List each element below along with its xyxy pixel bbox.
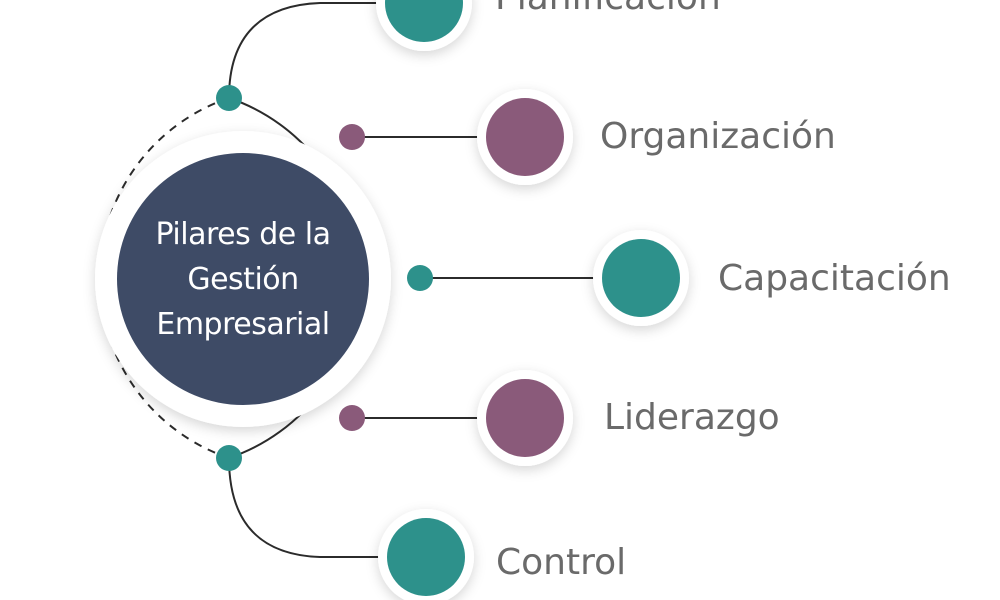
- arc-dot-capacitacion: [407, 265, 433, 291]
- center-circle: [117, 153, 369, 405]
- label-organizacion: Organización: [600, 116, 836, 157]
- connector-line-control: [228, 457, 390, 558]
- node-organizacion: [477, 89, 573, 185]
- node-planificacion: [376, 0, 472, 51]
- center-title-line-1: Pilares de la: [155, 216, 331, 252]
- arc-dot-bottom: [216, 445, 242, 471]
- center-title-line-3: Empresarial: [156, 306, 330, 342]
- node-liderazgo: [477, 370, 573, 466]
- label-control: Control: [496, 542, 627, 583]
- center-title: Pilares de la Gestión Empresarial: [118, 152, 368, 406]
- center-title-line-2: Gestión: [187, 261, 299, 297]
- arc-dot-top: [216, 85, 242, 111]
- node-capacitacion: [593, 230, 689, 326]
- label-planificacion: Planificación: [495, 0, 721, 18]
- connector-line-planificacion: [228, 1, 385, 99]
- node-control: [378, 509, 474, 600]
- label-capacitacion: Capacitación: [718, 258, 951, 299]
- arc-dot-liderazgo: [339, 405, 365, 431]
- label-liderazgo: Liderazgo: [604, 397, 780, 438]
- arc-dot-organizacion: [339, 124, 365, 150]
